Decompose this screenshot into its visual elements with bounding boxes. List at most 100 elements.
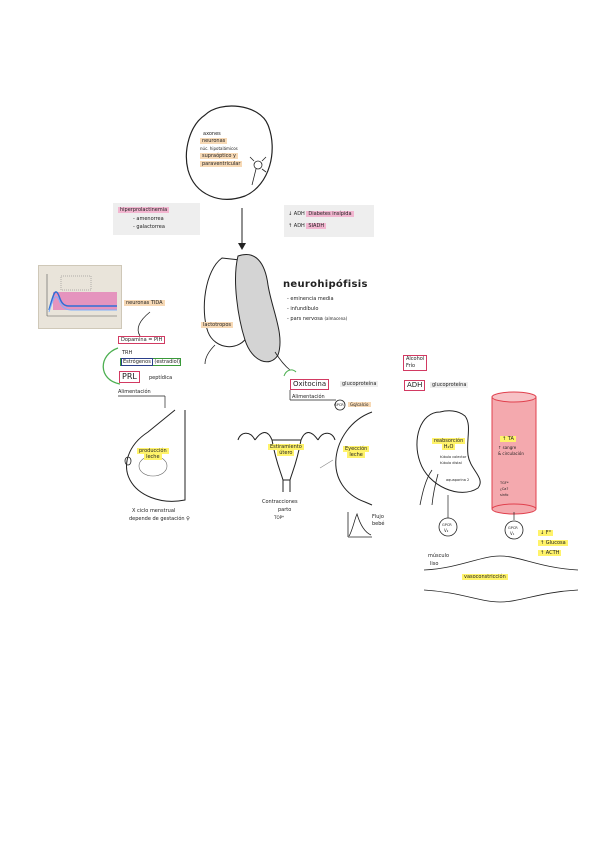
breast-right-outline bbox=[335, 411, 373, 506]
water-reabsorption-text-2: H₂O bbox=[441, 444, 456, 450]
uterus-icon bbox=[237, 432, 336, 492]
hypothalamus-outline bbox=[185, 105, 273, 200]
vasoconstriction-label: vasoconstricción bbox=[462, 574, 508, 580]
adh-tag: glucoproteína bbox=[430, 382, 469, 388]
vessel-effect-2: ↑ Glucosa bbox=[538, 540, 568, 546]
oxytocin-label: Oxitocina bbox=[290, 379, 330, 390]
uterus-top-note: TOP* bbox=[274, 515, 285, 520]
paraventricular-label: paraventricular bbox=[200, 161, 243, 167]
vessel-effect-1: ↓ F° bbox=[538, 530, 554, 536]
collecting-tubule-note: túbulo colector bbox=[440, 455, 467, 459]
water-reabsorption-text-1: reabsorción bbox=[432, 438, 466, 444]
milk-flow-label-1: Flujo bbox=[372, 514, 384, 520]
v2-receptor-label-1: GPCR bbox=[442, 523, 452, 527]
blood-vessel bbox=[491, 391, 537, 515]
hyperprolactinemia-item-2: - galactorrea bbox=[133, 224, 165, 230]
hyperprolactinemia-label: hiperprolactinemia bbox=[118, 207, 170, 213]
hypothalamus-text-neurons: neuronas bbox=[200, 138, 228, 144]
hypothalamus-neurons-label: neuronas bbox=[200, 138, 228, 144]
tida-neurons-text: neuronas TIDA bbox=[124, 300, 165, 306]
tida-neurons-label: neuronas TIDA bbox=[124, 300, 165, 306]
neurohypophysis-item-2: - infundíbulo bbox=[287, 306, 319, 312]
adh-low-prefix: ↓ ADH bbox=[288, 211, 305, 217]
vessel-circulation-label: & circulación bbox=[498, 451, 524, 456]
vessel-effect-1-text: ↓ F° bbox=[538, 530, 554, 536]
hypothalamus-text-axons: axones bbox=[203, 131, 221, 137]
adh-disorders-box bbox=[284, 205, 374, 237]
v2-receptor-label-2: V₂ bbox=[444, 528, 449, 533]
prl-graph-photo bbox=[38, 265, 122, 329]
prl-nutrition-label: Alimentación bbox=[118, 389, 151, 395]
prl-graph-photo-drawing bbox=[39, 266, 121, 328]
uterus-labor-label: parto bbox=[278, 507, 292, 513]
milk-production-text-1: producción bbox=[137, 448, 169, 454]
vessel-effect-2-text: ↑ Glucosa bbox=[538, 540, 568, 546]
neurohypophysis-title: neurohipófisis bbox=[283, 279, 368, 290]
hyperprolactinemia-title: hiperprolactinemia bbox=[118, 207, 170, 213]
hypothalamus-text-paraventricular: paraventricular bbox=[200, 161, 243, 167]
gestation-note: depende de gestación ♀ bbox=[129, 516, 190, 522]
oxytocin-pathway-label: Gq/calcio bbox=[348, 402, 371, 408]
lactotrophs-label: lactotropos bbox=[201, 322, 234, 328]
kidney-outline bbox=[416, 410, 481, 493]
vessel-note-2: ¿Ca? bbox=[500, 487, 509, 491]
hypothalamus-text-nuclei: núc. hipotalámicos bbox=[200, 146, 238, 151]
adh-high-row: ↑ ADH SIADH bbox=[288, 223, 327, 229]
neuron-icon bbox=[249, 156, 267, 186]
smooth-muscle-icon bbox=[423, 555, 579, 603]
adh-stimulus-alcohol: Alcohol bbox=[406, 356, 425, 362]
oxytocin-tag: glucoproteína bbox=[340, 381, 379, 387]
distal-tubule-note: túbulo distal bbox=[440, 461, 462, 465]
hyperprolactinemia-item-1: - amenorrea bbox=[133, 216, 164, 222]
vessel-ta-label: ↑ TA bbox=[500, 436, 516, 442]
smooth-muscle-label-1: músculo bbox=[428, 553, 450, 559]
prl-label: PRL bbox=[119, 371, 140, 383]
estrogen-note: (estradiol) bbox=[154, 359, 181, 365]
oxytocin-receptor-icon bbox=[334, 399, 346, 411]
aquaporin-note: aquaporina 2 bbox=[446, 478, 470, 482]
diabetes-insipida-label: Diabetes insípida bbox=[306, 211, 354, 217]
pars-nervosa-note: (almacena) bbox=[324, 316, 348, 321]
dopamine-label: Dopamina = PIH bbox=[118, 336, 166, 344]
vessel-blood-label: ↑ sangre bbox=[498, 445, 517, 450]
adh-label: ADH bbox=[404, 380, 426, 391]
supraoptic-label: supraóptico y bbox=[200, 153, 239, 159]
smooth-muscle-label-2: liso bbox=[430, 561, 439, 567]
adh-low-row: ↓ ADH Diabetes insípida bbox=[288, 211, 354, 217]
oxytocin-pathway-text: Gq/calcio bbox=[348, 402, 371, 407]
estrogen-label: Estrógenos bbox=[121, 358, 153, 366]
uterus-contractions-label: Contracciones bbox=[262, 499, 298, 505]
feedback-arc bbox=[102, 347, 121, 385]
breast-left-outline bbox=[126, 409, 186, 502]
neurohypophysis-outline bbox=[235, 254, 281, 363]
neurohypophysis-item-3: - pars nervosa (almacena) bbox=[287, 316, 347, 322]
menstrual-cycle-note: X ciclo menstrual bbox=[132, 508, 176, 514]
hypothalamus-text-supraoptic: supraóptico y bbox=[200, 153, 239, 159]
vessel-note-1: TGF* bbox=[500, 481, 509, 485]
estrogen-row: Estrógenos (estradiol) bbox=[120, 358, 182, 366]
siadh-label: SIADH bbox=[306, 223, 327, 229]
milk-ejection-text-2: leche bbox=[347, 452, 365, 458]
prl-note: peptídica bbox=[149, 375, 173, 381]
milk-production-text-2: leche bbox=[144, 454, 162, 460]
oxytocin-nutrition-label: Alimentación bbox=[292, 394, 325, 400]
uterus-stretch-text-2: útero bbox=[277, 450, 295, 456]
adh-stimulus-cold: Frío bbox=[406, 363, 416, 369]
v2-receptor-icon bbox=[438, 517, 458, 537]
trh-label: TRH bbox=[122, 350, 133, 356]
pars-nervosa-label: - pars nervosa bbox=[287, 316, 323, 322]
vessel-note-3: sinfo bbox=[500, 493, 509, 497]
oxytocin-receptor-label: GPCR bbox=[334, 403, 344, 407]
v1-receptor-label-2: V₁ bbox=[510, 531, 515, 536]
v1-receptor-icon bbox=[504, 520, 524, 540]
adh-high-prefix: ↑ ADH bbox=[288, 223, 305, 229]
vessel-ta-text: ↑ TA bbox=[500, 436, 516, 442]
uterus-stretch-text-1: Estiramiento bbox=[268, 444, 304, 450]
neurohypophysis-item-1: - eminencia media bbox=[287, 296, 334, 302]
vessel-effect-3-text: ↑ ACTH bbox=[538, 550, 562, 556]
milk-flow-graph bbox=[347, 512, 372, 538]
